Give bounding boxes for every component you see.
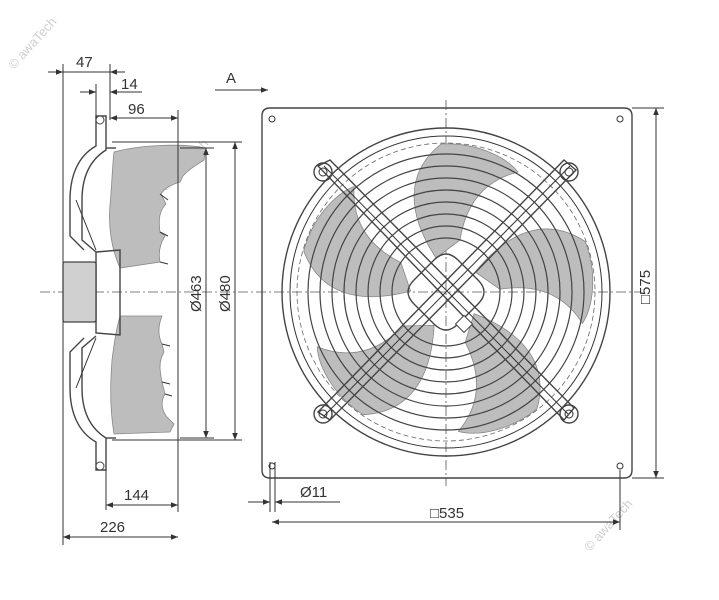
view-label: A [226,70,236,87]
front-guard-rings [307,153,585,431]
front-view [256,100,640,486]
dim-96: 96 [128,101,145,118]
housing-outer-ring [281,127,611,457]
terminal-box [454,314,474,334]
arm-mount-bl [313,404,333,424]
side-flange-lower [81,335,107,471]
side-view [40,115,255,471]
front-guard-arms [313,159,579,424]
front-blade-2 [474,228,594,325]
dim-47: 47 [76,54,93,71]
side-motor-box [62,261,97,323]
front-blade-1 [413,143,519,259]
watermark-top-left: © awaTech [5,14,59,72]
dim-14: 14 [121,76,138,93]
dim-575: □575 [637,270,654,304]
dim-480: Ø480 [217,275,234,312]
dim-535: □535 [430,505,464,522]
front-plate [261,107,633,479]
front-blade-3 [457,313,541,434]
view-arrow: A [215,70,268,93]
front-motor-plate [407,253,485,331]
watermark-bottom-right: © awaTech [581,496,635,554]
front-blade-4 [316,324,435,416]
dim-463: Ø463 [188,275,205,312]
hole-bottom-right [616,462,624,470]
side-blade-lower [110,315,175,435]
hole-top-right [616,115,624,123]
side-blade-upper [109,144,207,269]
housing-inner-ring [289,135,603,449]
housing-hidden-ring [296,142,596,442]
arm-mount-br [559,404,579,424]
dim-11: Ø11 [300,484,327,501]
front-dimensions: □575 Ø11 □535 [248,107,664,530]
dim-144: 144 [124,487,149,504]
side-flange-upper [81,115,107,253]
side-dimensions: 47 14 96 Ø463 Ø480 144 226 [48,54,242,545]
hole-top-left [268,115,276,123]
dim-226: 226 [100,519,125,536]
side-hub [95,249,121,336]
arm-mount-tr [559,162,579,182]
arm-mount-tl [313,162,333,182]
